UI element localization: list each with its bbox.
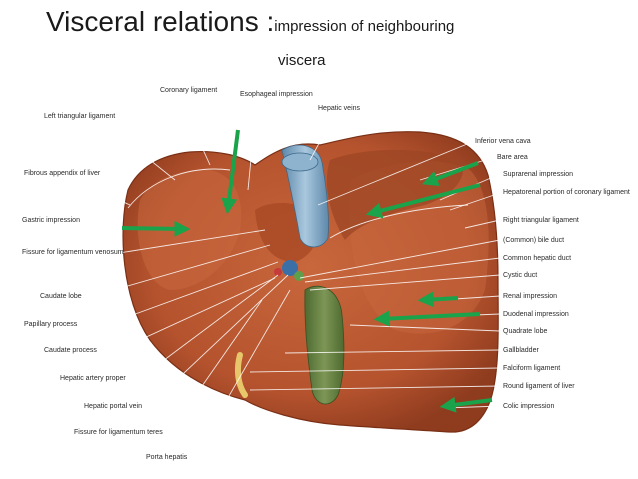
- label-caudate-process: Caudate process: [44, 347, 97, 354]
- arrow-colic: [439, 396, 493, 413]
- label-caudate-lobe: Caudate lobe: [40, 293, 82, 300]
- label-renal-impression: Renal impression: [503, 293, 557, 300]
- label-hepatic-artery-proper: Hepatic artery proper: [60, 375, 126, 382]
- label-common-bile-duct: (Common) bile duct: [503, 237, 564, 244]
- bile-duct: [294, 271, 304, 281]
- top-leader-lines: [181, 102, 337, 191]
- label-quadrate-lobe: Quadrate lobe: [503, 328, 547, 335]
- label-esophageal-impression: Esophageal impression: [240, 91, 313, 98]
- label-papillary-process: Papillary process: [24, 321, 78, 328]
- title-sub-text: impression of neighbouring: [274, 18, 455, 35]
- impression-arrows: [121, 129, 493, 413]
- round-ligament: [234, 352, 248, 398]
- label-cystic-duct: Cystic duct: [503, 272, 537, 279]
- left-labels: Left triangular ligament Fibrous appendi…: [22, 113, 188, 461]
- arrow-renal: [417, 291, 459, 308]
- label-porta-hepatis: Porta hepatis: [146, 454, 188, 461]
- title-line2: viscera: [278, 52, 326, 69]
- right-labels: Inferior vena cava Bare area Suprarenal …: [475, 138, 630, 410]
- label-common-hepatic-duct: Common hepatic duct: [503, 255, 571, 262]
- label-fibrous-appendix: Fibrous appendix of liver: [24, 170, 101, 177]
- label-gallbladder: Gallbladder: [503, 347, 539, 354]
- label-suprarenal-impression: Suprarenal impression: [503, 171, 573, 178]
- arrow-duodenal: [373, 310, 481, 327]
- label-inferior-vena-cava: Inferior vena cava: [475, 138, 531, 145]
- title-main-text: Visceral relations :: [46, 6, 275, 37]
- label-hepatorenal-coronary-ligament: Hepatorenal portion of coronary ligament: [503, 189, 630, 196]
- label-right-triangular-ligament: Right triangular ligament: [503, 217, 579, 224]
- label-gastric-impression: Gastric impression: [22, 217, 80, 224]
- label-bare-area: Bare area: [497, 154, 528, 161]
- label-hepatic-portal-vein: Hepatic portal vein: [84, 403, 142, 410]
- label-duodenal-impression: Duodenal impression: [503, 311, 569, 318]
- hepatic-portal-vein: [282, 260, 298, 276]
- label-falciform-ligament: Falciform ligament: [503, 365, 560, 372]
- label-hepatic-veins: Hepatic veins: [318, 105, 361, 112]
- arrow-gastric: [121, 220, 191, 237]
- arrow-bare-area: [422, 161, 479, 187]
- label-fissure-ligamentum-venosum: Fissure for ligamentum venosum: [22, 249, 124, 256]
- hepatic-vein-opening: [281, 152, 319, 172]
- label-round-ligament-of-liver: Round ligament of liver: [503, 383, 575, 390]
- arrow-esophageal: [221, 129, 240, 215]
- slide-title: Visceral relations :impression of neighb…: [46, 6, 454, 38]
- hepatic-artery: [274, 268, 282, 276]
- label-coronary-ligament: Coronary ligament: [160, 87, 217, 94]
- arrow-suprarenal: [365, 183, 481, 219]
- label-fissure-ligamentum-teres: Fissure for ligamentum teres: [74, 429, 163, 436]
- label-colic-impression: Colic impression: [503, 403, 554, 410]
- top-labels: Coronary ligament Esophageal impression …: [160, 87, 361, 112]
- label-left-triangular-ligament: Left triangular ligament: [44, 113, 115, 120]
- right-leader-lines: [249, 141, 501, 409]
